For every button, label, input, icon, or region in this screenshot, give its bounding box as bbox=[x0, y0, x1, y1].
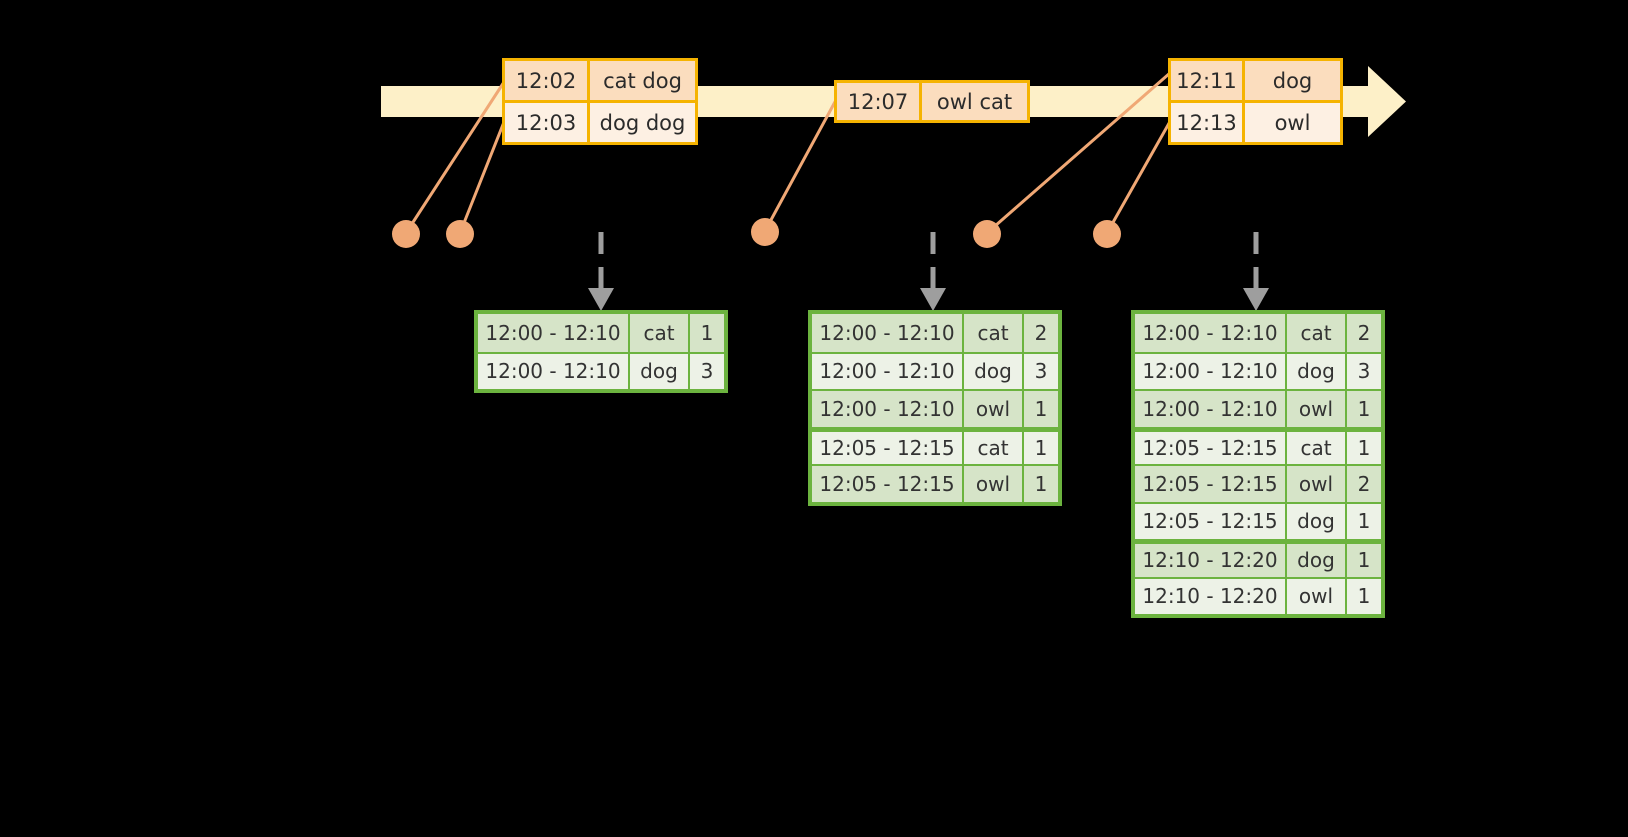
count-cell: 1 bbox=[1022, 466, 1058, 502]
count-cell: 1 bbox=[1345, 544, 1381, 577]
count-cell: 2 bbox=[1345, 314, 1381, 352]
window-cell: 12:00 - 12:10 bbox=[812, 391, 962, 427]
marker-dot-1 bbox=[392, 220, 420, 248]
marker-dot-4 bbox=[973, 220, 1001, 248]
marker-dot-5 bbox=[1093, 220, 1121, 248]
connector-lines bbox=[404, 71, 1174, 235]
event-time: 12:13 bbox=[1171, 103, 1245, 142]
event-words: dog dog bbox=[590, 103, 695, 142]
event-group-2[interactable]: 12:07 owl cat bbox=[834, 80, 1030, 123]
word-cell: cat bbox=[962, 314, 1022, 352]
marker-dot-2 bbox=[446, 220, 474, 248]
word-cell: dog bbox=[628, 353, 688, 389]
count-cell: 1 bbox=[1022, 431, 1058, 464]
window-cell: 12:00 - 12:10 bbox=[1135, 314, 1285, 352]
word-cell: cat bbox=[962, 431, 1022, 464]
window-cell: 12:00 - 12:10 bbox=[812, 353, 962, 389]
count-cell: 2 bbox=[1345, 466, 1381, 502]
event-row[interactable]: 12:13 owl bbox=[1171, 100, 1340, 142]
connector-marker-1 bbox=[404, 80, 506, 235]
event-time: 12:11 bbox=[1171, 61, 1245, 100]
word-cell: dog bbox=[962, 353, 1022, 389]
word-cell: cat bbox=[1285, 314, 1345, 352]
window-cell: 12:05 - 12:15 bbox=[1135, 503, 1285, 539]
count-cell: 1 bbox=[1345, 391, 1381, 427]
window-cell: 12:10 - 12:20 bbox=[1135, 544, 1285, 577]
emit-arrow-heads bbox=[588, 288, 1269, 311]
word-cell: cat bbox=[1285, 431, 1345, 464]
count-cell: 1 bbox=[688, 314, 724, 352]
word-cell: dog bbox=[1285, 503, 1345, 539]
word-cell: owl bbox=[1285, 466, 1345, 502]
window-cell: 12:00 - 12:10 bbox=[478, 314, 628, 352]
word-cell: owl bbox=[1285, 391, 1345, 427]
emit-arrow-head-3 bbox=[1243, 288, 1269, 311]
event-time: 12:03 bbox=[505, 103, 590, 142]
count-cell: 3 bbox=[1345, 353, 1381, 389]
connector-marker-4 bbox=[985, 71, 1172, 235]
word-cell: owl bbox=[962, 466, 1022, 502]
word-cell: owl bbox=[962, 391, 1022, 427]
event-words: owl bbox=[1245, 103, 1340, 142]
window-cell: 12:05 - 12:15 bbox=[812, 431, 962, 464]
connector-marker-3 bbox=[763, 98, 838, 233]
count-cell: 1 bbox=[1022, 391, 1058, 427]
window-cell: 12:05 - 12:15 bbox=[812, 466, 962, 502]
count-cell: 1 bbox=[1345, 578, 1381, 614]
connector-marker-2 bbox=[458, 120, 506, 235]
event-row[interactable]: 12:07 owl cat bbox=[837, 83, 1027, 120]
word-cell: cat bbox=[628, 314, 688, 352]
event-row[interactable]: 12:02 cat dog bbox=[505, 61, 695, 100]
event-words: owl cat bbox=[922, 83, 1027, 120]
event-time: 12:07 bbox=[837, 83, 922, 120]
window-cell: 12:05 - 12:15 bbox=[1135, 466, 1285, 502]
event-group-1[interactable]: 12:02 cat dog 12:03 dog dog bbox=[502, 58, 698, 145]
event-words: dog bbox=[1245, 61, 1340, 100]
window-cell: 12:00 - 12:10 bbox=[812, 314, 962, 352]
window-cell: 12:05 - 12:15 bbox=[1135, 431, 1285, 464]
event-time: 12:02 bbox=[505, 61, 590, 100]
word-cell: dog bbox=[1285, 353, 1345, 389]
window-cell: 12:00 - 12:10 bbox=[1135, 391, 1285, 427]
marker-dot-3 bbox=[751, 218, 779, 246]
connector-marker-5 bbox=[1105, 116, 1174, 235]
emit-arrow-head-2 bbox=[920, 288, 946, 311]
event-markers bbox=[392, 218, 1121, 248]
count-cell: 3 bbox=[688, 353, 724, 389]
word-cell: dog bbox=[1285, 544, 1345, 577]
count-cell: 2 bbox=[1022, 314, 1058, 352]
event-row[interactable]: 12:11 dog bbox=[1171, 61, 1340, 100]
word-cell: owl bbox=[1285, 578, 1345, 614]
event-group-3[interactable]: 12:11 dog 12:13 owl bbox=[1168, 58, 1343, 145]
event-row[interactable]: 12:03 dog dog bbox=[505, 100, 695, 142]
emit-arrows bbox=[598, 232, 1259, 290]
window-cell: 12:10 - 12:20 bbox=[1135, 578, 1285, 614]
window-cell: 12:00 - 12:10 bbox=[478, 353, 628, 389]
count-cell: 3 bbox=[1022, 353, 1058, 389]
count-cell: 1 bbox=[1345, 503, 1381, 539]
count-cell: 1 bbox=[1345, 431, 1381, 464]
window-cell: 12:00 - 12:10 bbox=[1135, 353, 1285, 389]
event-words: cat dog bbox=[590, 61, 695, 100]
emit-arrow-head-1 bbox=[588, 288, 614, 311]
